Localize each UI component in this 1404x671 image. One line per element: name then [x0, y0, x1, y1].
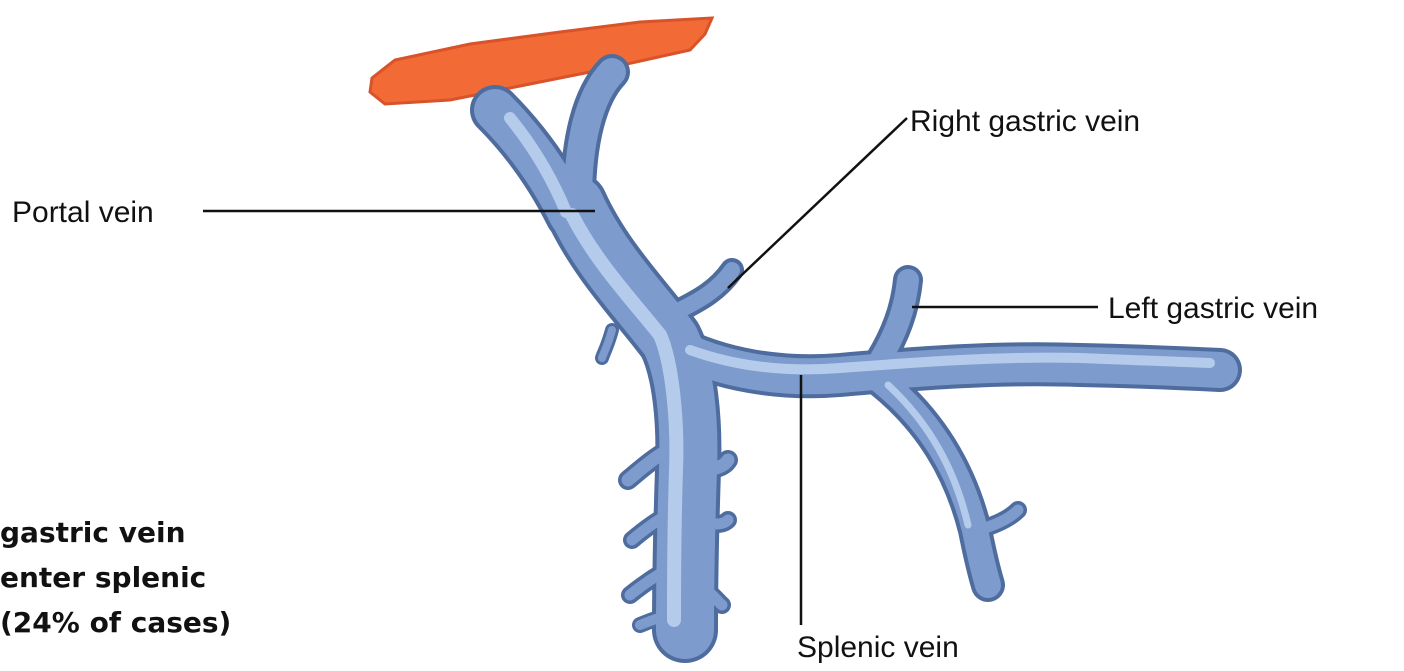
note-line-2: enter splenic — [0, 561, 206, 594]
left-gastric-vein-label: Left gastric vein — [1108, 292, 1318, 325]
note-line-3: (24% of cases) — [0, 606, 231, 639]
right-gastric-vein-leader — [728, 118, 907, 288]
portal-vein-label: Portal vein — [12, 196, 154, 229]
vein-group — [495, 72, 1220, 630]
note-line-1: gastric vein — [0, 516, 186, 549]
splenic-vein-label: Splenic vein — [797, 631, 959, 664]
right-gastric-vein-label: Right gastric vein — [910, 105, 1140, 138]
liver-fragment — [370, 18, 712, 104]
